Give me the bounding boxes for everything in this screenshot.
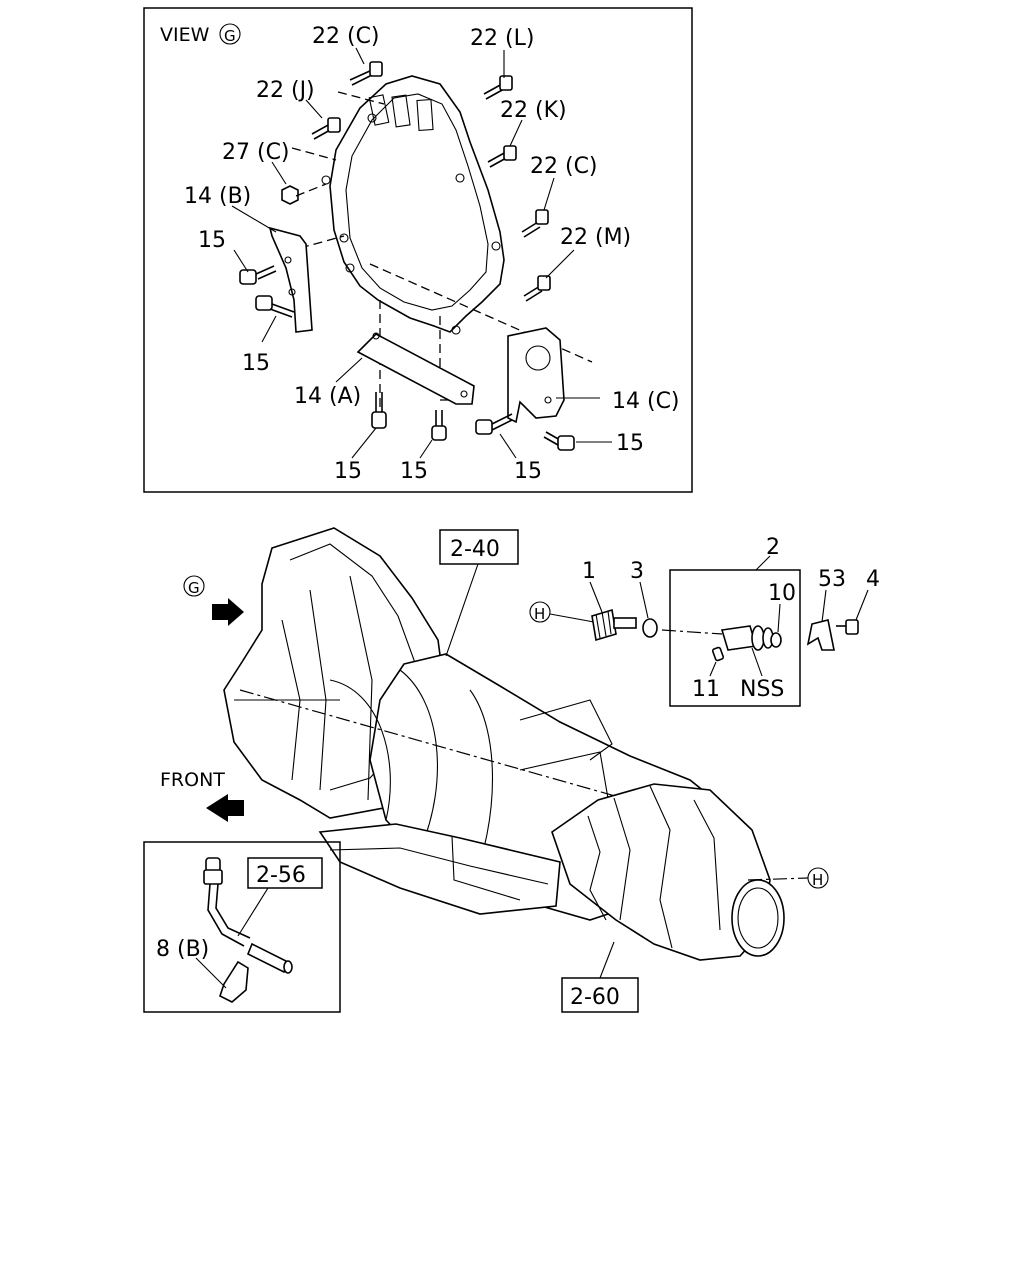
part-2: 2 bbox=[766, 535, 780, 560]
bracket-14a bbox=[356, 332, 475, 405]
nut-27c bbox=[281, 185, 299, 205]
bolt-22m bbox=[523, 275, 551, 302]
label-22m: 22 (M) bbox=[560, 225, 631, 250]
o-ring-3 bbox=[642, 618, 658, 638]
ref-2-40: 2-40 bbox=[450, 537, 500, 562]
transmission-assembly: 2-40 2-60 G FRONT H H bbox=[160, 527, 880, 1013]
bracket-14b bbox=[268, 226, 313, 333]
bolt-15-d bbox=[431, 410, 447, 441]
bolt-22j bbox=[311, 117, 341, 140]
bolt-15-c bbox=[371, 392, 387, 429]
view-marker-letter: G bbox=[188, 579, 200, 597]
view-letter-circle bbox=[219, 23, 241, 45]
bolt-15-b bbox=[255, 295, 295, 318]
clip-8b bbox=[219, 960, 249, 1003]
output-shaft-seal bbox=[731, 879, 785, 957]
part-4: 4 bbox=[866, 567, 880, 592]
label-14b: 14 (B) bbox=[184, 184, 251, 209]
ref-2-60: 2-60 bbox=[570, 985, 620, 1010]
ref-box-2-40 bbox=[439, 529, 519, 565]
part-3: 3 bbox=[630, 559, 644, 584]
connector-h-left-circle bbox=[529, 601, 551, 623]
bolt-15-e bbox=[475, 413, 513, 435]
sensor-sleeve bbox=[720, 625, 774, 651]
view-g-panel: VIEW G bbox=[143, 7, 693, 493]
label-22l: 22 (L) bbox=[470, 26, 534, 51]
inset-frame bbox=[143, 841, 341, 1013]
seal-10 bbox=[770, 632, 782, 648]
label-15-c: 15 bbox=[334, 459, 362, 484]
label-22c-right: 22 (C) bbox=[530, 154, 598, 179]
label-27c: 27 (C) bbox=[222, 140, 290, 165]
breather-tube bbox=[246, 942, 290, 974]
bolt-22c-top bbox=[349, 61, 383, 86]
oil-pan bbox=[318, 823, 561, 915]
view-marker-circle bbox=[183, 575, 205, 597]
label-14c: 14 (C) bbox=[612, 389, 680, 414]
label-14a: 14 (A) bbox=[294, 384, 361, 409]
label-22j: 22 (J) bbox=[256, 78, 315, 103]
bolt-15-f bbox=[543, 431, 575, 451]
label-15-d: 15 bbox=[400, 459, 428, 484]
nss-label: NSS bbox=[740, 677, 784, 702]
pin-11 bbox=[711, 646, 725, 662]
ref-2-56: 2-56 bbox=[256, 863, 306, 888]
label-15-a: 15 bbox=[198, 228, 226, 253]
connector-h-left: H bbox=[534, 605, 545, 623]
connector-h-right-circle bbox=[807, 867, 829, 889]
view-title: VIEW bbox=[160, 24, 210, 46]
part-11: 11 bbox=[692, 677, 720, 702]
label-15-f: 15 bbox=[616, 431, 644, 456]
bracket-14c bbox=[507, 327, 565, 424]
label-15-b: 15 bbox=[242, 351, 270, 376]
part-53: 53 bbox=[818, 567, 846, 592]
ref-box-2-56 bbox=[247, 857, 323, 889]
clip-53 bbox=[806, 619, 835, 651]
view-g-frame bbox=[143, 7, 693, 493]
front-arrow-icon bbox=[206, 794, 244, 822]
bolt-22k bbox=[487, 145, 517, 168]
bolt-22c-right bbox=[521, 209, 549, 238]
bolt-15-a bbox=[239, 265, 277, 285]
breather-hose bbox=[207, 883, 245, 947]
view-letter: G bbox=[224, 27, 236, 45]
adapter-plate bbox=[321, 75, 505, 335]
label-22c-top: 22 (C) bbox=[312, 24, 380, 49]
part-8b: 8 (B) bbox=[156, 937, 209, 962]
kit-box-2 bbox=[669, 569, 801, 707]
view-direction-arrow-icon bbox=[212, 598, 244, 626]
bolt-4 bbox=[836, 619, 859, 635]
connector-h-right: H bbox=[812, 871, 823, 889]
front-label: FRONT bbox=[160, 769, 225, 791]
label-22k: 22 (K) bbox=[500, 98, 567, 123]
part-1: 1 bbox=[582, 559, 596, 584]
breather-inset: 2-56 8 (B) bbox=[143, 841, 341, 1013]
label-15-e: 15 bbox=[514, 459, 542, 484]
part-10: 10 bbox=[768, 581, 796, 606]
bolt-22l bbox=[483, 75, 513, 100]
speedometer-gear-1 bbox=[591, 608, 637, 642]
